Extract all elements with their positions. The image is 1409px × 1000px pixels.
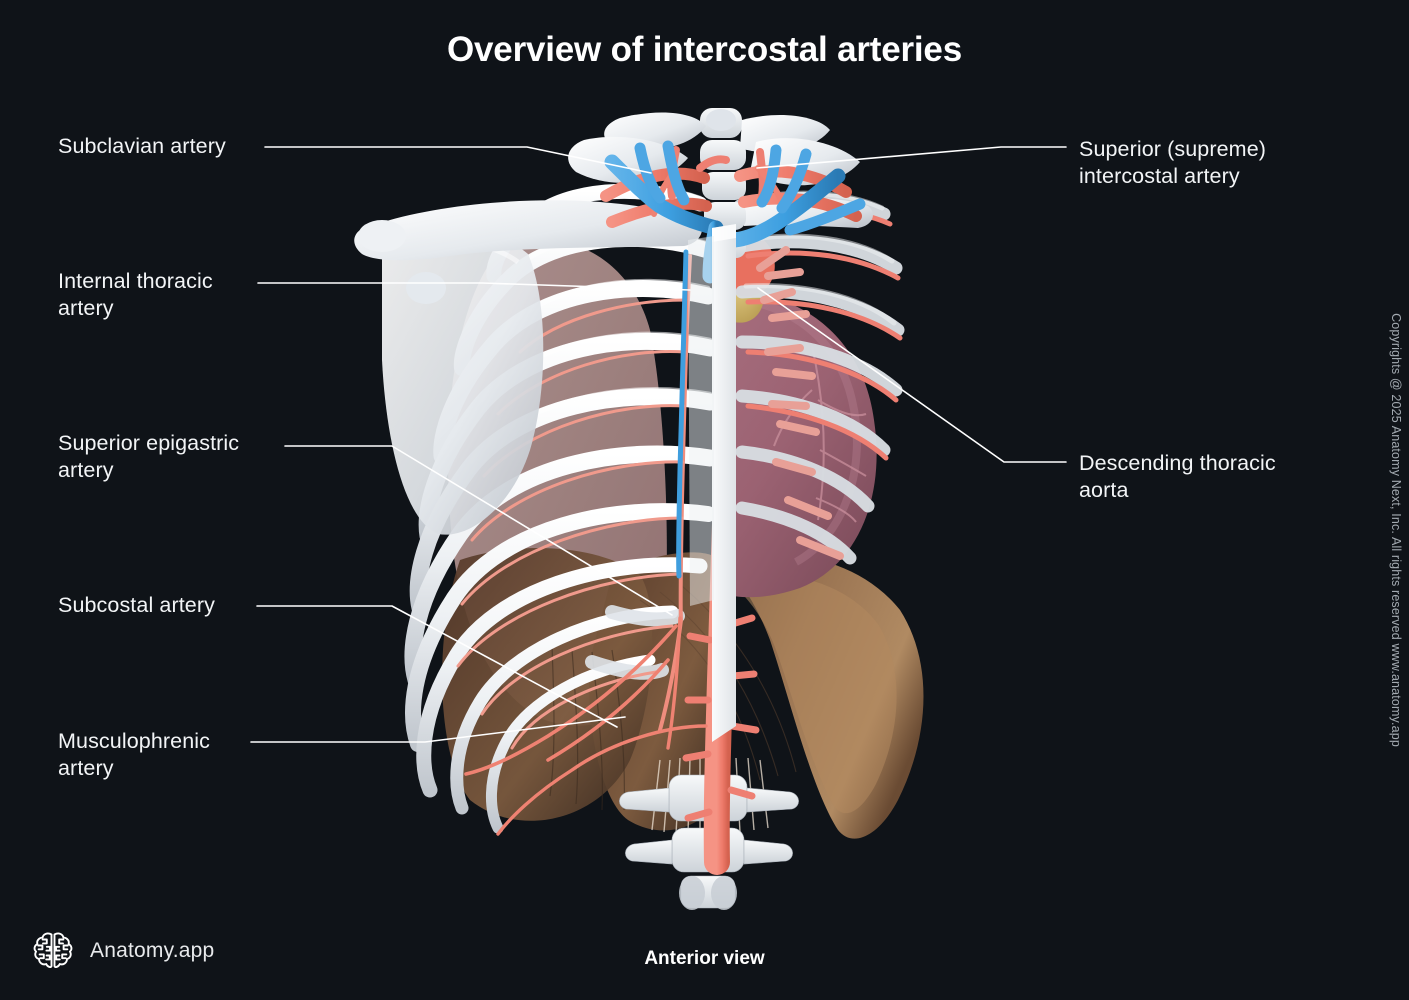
view-caption: Anterior view	[644, 948, 765, 969]
copyright-container: Copyrights @ 2025 Anatomy Next, Inc. All…	[1385, 250, 1407, 810]
label-subclavian-artery[interactable]: Subclavian artery	[58, 134, 226, 158]
label-internal-thoracic-artery[interactable]: Internal thoracic artery	[58, 269, 213, 320]
page-title: Overview of intercostal arteries	[447, 30, 962, 69]
copyright-text: Copyrights @ 2025 Anatomy Next, Inc. All…	[1389, 313, 1403, 747]
brand-logo[interactable]: Anatomy.app	[30, 928, 214, 974]
leader-subclavian	[264, 146, 652, 174]
label-subcostal-artery[interactable]: Subcostal artery	[58, 593, 215, 617]
label-superior-epigastric-artery[interactable]: Superior epigastric artery	[58, 431, 240, 482]
leader-internal-thoracic	[257, 282, 691, 291]
label-musculophrenic-artery[interactable]: Musculophrenic artery	[58, 729, 210, 780]
label-superior-supreme-intercostal-artery[interactable]: Superior (supreme) intercostal artery	[1079, 137, 1267, 188]
brand-name: Anatomy.app	[90, 939, 215, 962]
label-descending-thoracic-aorta[interactable]: Descending thoracic aorta	[1079, 451, 1276, 502]
leader-superior-intercostal	[756, 146, 1067, 169]
leader-subcostal	[256, 605, 618, 728]
leader-superior-epigastric	[284, 445, 673, 616]
leader-musculophrenic	[250, 716, 626, 743]
brain-icon	[33, 932, 73, 969]
leader-descending-aorta	[757, 287, 1067, 463]
